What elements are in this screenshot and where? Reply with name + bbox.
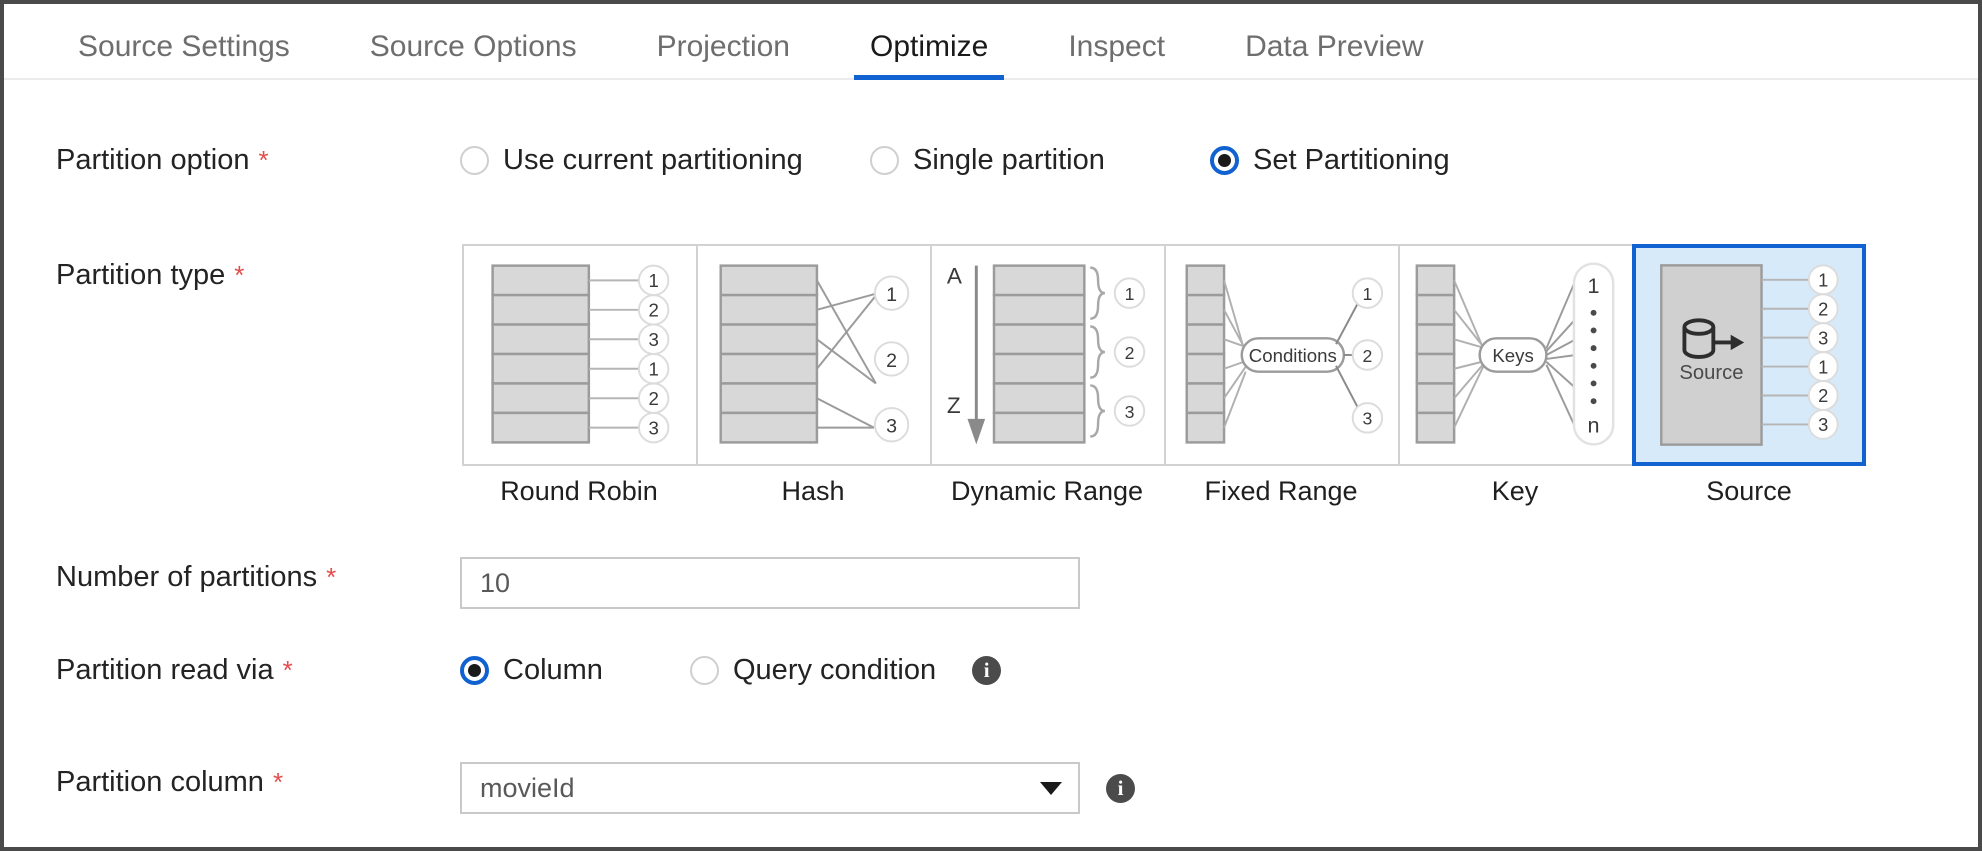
svg-text:2: 2 (648, 300, 658, 321)
svg-text:3: 3 (648, 418, 658, 439)
svg-text:1: 1 (1125, 284, 1135, 304)
partition-type-card-labels: Round Robin Hash Dynamic Range Fixed Ran… (462, 476, 1866, 507)
info-icon[interactable]: i (972, 656, 1002, 685)
radio-label: Column (503, 654, 603, 686)
partition-type-card-dynamic-range[interactable]: A Z (930, 244, 1164, 466)
partition-type-card-fixed-range[interactable]: Conditions 1 2 3 (1164, 244, 1398, 466)
radio-query-condition[interactable]: Query condition (690, 654, 936, 687)
partition-type-card-list: 1 2 3 1 2 3 (462, 244, 1866, 466)
card-label-dynamic-range: Dynamic Range (950, 476, 1144, 506)
dynamic-range-diagram: A Z (947, 263, 1146, 445)
fixed-range-conditions-label: Conditions (1249, 345, 1337, 366)
partition-option-label-group: Partition option * (56, 144, 269, 177)
svg-text:3: 3 (886, 416, 897, 438)
key-output-last: n (1588, 413, 1600, 438)
key-output-first: 1 (1588, 273, 1600, 298)
hash-diagram: 1 2 3 (719, 264, 910, 444)
partition-type-card-round-robin[interactable]: 1 2 3 1 2 3 (462, 244, 696, 466)
svg-text:3: 3 (1818, 327, 1828, 348)
card-label-hash: Hash (781, 476, 845, 506)
tab-bar: Source Settings Source Options Projectio… (4, 4, 1978, 80)
svg-text:3: 3 (648, 329, 658, 350)
svg-text:2: 2 (1363, 346, 1373, 366)
partition-type-label: Partition type (56, 259, 226, 291)
svg-text:3: 3 (1818, 414, 1828, 435)
required-asterisk: * (282, 655, 293, 685)
svg-text:2: 2 (1818, 298, 1828, 319)
number-of-partitions-label-group: Number of partitions * (56, 561, 336, 594)
number-of-partitions-input[interactable]: 10 (460, 557, 1080, 609)
partition-read-via-radio-group: Column Query condition i (460, 654, 1002, 687)
svg-text:1: 1 (648, 270, 658, 291)
number-of-partitions-label: Number of partitions (56, 561, 318, 593)
card-label-round-robin: Round Robin (500, 476, 658, 506)
card-label-source: Source (1706, 476, 1792, 506)
partition-column-label-group: Partition column * (56, 766, 283, 799)
key-keys-label: Keys (1492, 345, 1533, 366)
round-robin-diagram: 1 2 3 1 2 3 (491, 264, 670, 444)
card-label-key: Key (1491, 476, 1539, 506)
radio-column[interactable]: Column (460, 654, 680, 687)
radio-label: Single partition (913, 144, 1105, 176)
dynamic-range-a-label: A (947, 263, 963, 288)
radio-label: Query condition (733, 654, 937, 686)
source-diagram: Source 1 2 3 (1660, 264, 1839, 446)
partition-type-card-hash[interactable]: 1 2 3 (696, 244, 930, 466)
tab-data-preview[interactable]: Data Preview (1245, 30, 1424, 63)
svg-text:1: 1 (1818, 356, 1828, 377)
required-asterisk: * (326, 562, 337, 592)
key-diagram: Keys 1 n (1415, 262, 1615, 446)
svg-text:1: 1 (1363, 284, 1373, 304)
tab-inspect[interactable]: Inspect (1068, 30, 1166, 63)
svg-text:3: 3 (1125, 402, 1135, 422)
radio-label: Set Partitioning (1253, 144, 1450, 176)
svg-text:1: 1 (648, 359, 658, 380)
svg-text:2: 2 (1125, 343, 1135, 363)
radio-set-partitioning[interactable]: Set Partitioning (1210, 144, 1450, 177)
number-of-partitions-field-wrap: 10 (460, 557, 1080, 609)
partition-read-via-label: Partition read via (56, 654, 274, 686)
radio-single-partition[interactable]: Single partition (870, 144, 1200, 177)
tab-source-settings[interactable]: Source Settings (78, 30, 290, 63)
fixed-range-diagram: Conditions 1 2 3 (1185, 264, 1384, 444)
svg-text:2: 2 (648, 388, 658, 409)
svg-text:2: 2 (886, 350, 897, 372)
radio-circle-icon (870, 146, 899, 175)
radio-circle-icon (690, 656, 719, 685)
partition-type-card-source[interactable]: Source 1 2 3 (1632, 244, 1866, 466)
tab-optimize[interactable]: Optimize (844, 32, 1014, 80)
partition-column-select[interactable]: movieId (460, 762, 1080, 814)
partition-read-via-label-group: Partition read via * (56, 654, 293, 687)
partition-option-label: Partition option (56, 144, 250, 176)
tab-projection[interactable]: Projection (656, 30, 790, 63)
partition-option-radio-group: Use current partitioning Single partitio… (460, 144, 1460, 177)
partition-type-label-group: Partition type * (56, 259, 244, 292)
radio-circle-selected-icon (1210, 146, 1239, 175)
svg-text:1: 1 (886, 284, 897, 306)
tab-source-options[interactable]: Source Options (369, 30, 577, 63)
radio-use-current-partitioning[interactable]: Use current partitioning (460, 144, 860, 177)
svg-text:3: 3 (1363, 409, 1373, 429)
partition-type-card-key[interactable]: Keys 1 n (1398, 244, 1632, 466)
info-icon[interactable]: i (1106, 773, 1135, 803)
required-asterisk: * (272, 767, 284, 797)
partition-column-value: movieId (480, 772, 575, 803)
partition-column-field-wrap: movieId i (460, 762, 1135, 814)
svg-text:2: 2 (1818, 385, 1828, 406)
source-node-label: Source (1679, 362, 1743, 384)
svg-text:1: 1 (1818, 270, 1828, 291)
radio-circle-icon (460, 146, 489, 175)
dynamic-range-z-label: Z (947, 393, 961, 418)
chevron-down-icon (1040, 781, 1062, 795)
required-asterisk: * (234, 260, 245, 290)
required-asterisk: * (258, 145, 269, 175)
database-source-icon (1682, 318, 1733, 359)
radio-circle-selected-icon (460, 656, 489, 685)
partition-column-label: Partition column (56, 766, 264, 798)
card-label-fixed-range: Fixed Range (1204, 476, 1358, 506)
radio-label: Use current partitioning (503, 144, 803, 176)
